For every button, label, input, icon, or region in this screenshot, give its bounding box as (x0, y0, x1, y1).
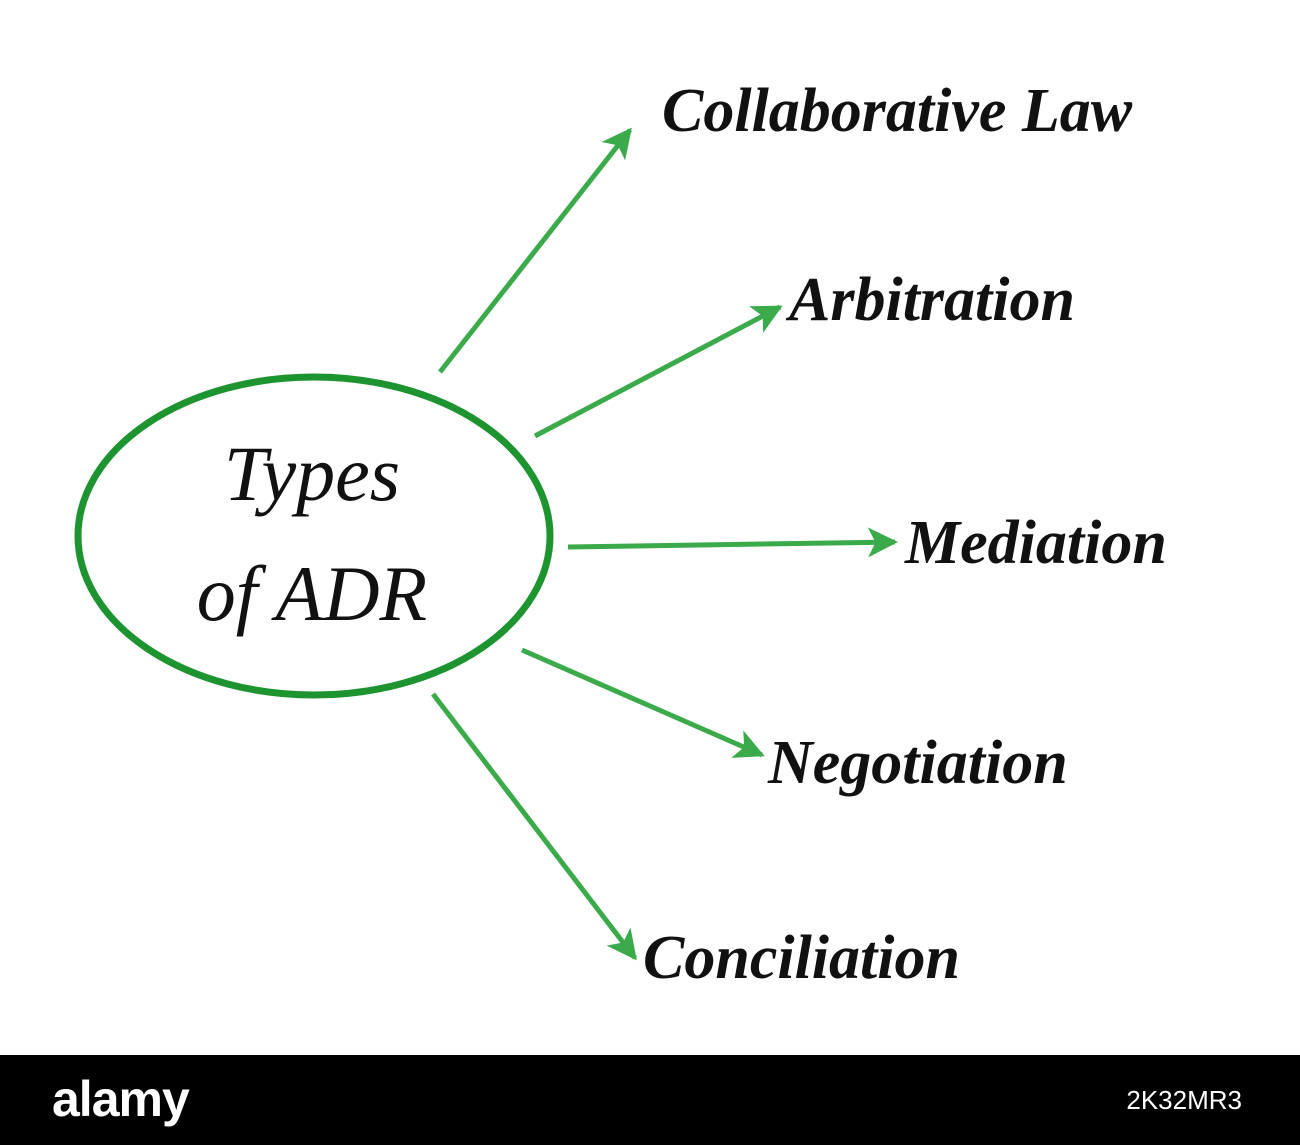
arrow-arbitration (533, 304, 783, 439)
branch-label-negotiation: Negotiation (767, 729, 1068, 797)
center-title-line-1: Types (224, 430, 400, 517)
branch-label-arbitration: Arbitration (785, 266, 1075, 334)
branch-label-collaborative-law: Collaborative Law (662, 77, 1133, 145)
adr-diagram: Types of ADR Collaborative Law Arbitrati… (74, 77, 1167, 992)
center-title-line-2: of ADR (197, 550, 427, 637)
branch-label-conciliation: Conciliation (643, 924, 960, 992)
branch-label-mediation: Mediation (904, 509, 1167, 577)
watermark-logo: alamy (52, 1071, 190, 1127)
center-ellipse (74, 373, 554, 699)
arrow-conciliation (431, 692, 637, 961)
arrow-negotiation (520, 647, 765, 758)
watermark-image-code: 2K32MR3 (1126, 1085, 1242, 1115)
watermark-bar: alamy 2K32MR3 (0, 1055, 1300, 1145)
arrow-mediation (567, 527, 898, 558)
arrow-collaborative-law (438, 127, 632, 374)
